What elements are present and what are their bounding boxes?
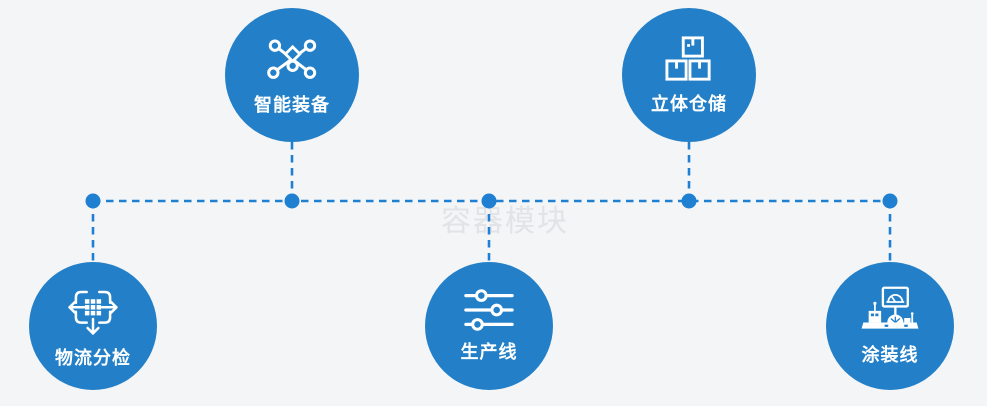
node-label: 生产线	[460, 341, 518, 363]
node-warehouse[interactable]: 立体仓储	[622, 8, 756, 142]
junction-dots	[85, 193, 898, 209]
node-smart-equipment[interactable]: 智能装备	[225, 8, 359, 142]
distribute-arrows-icon	[66, 283, 120, 337]
coating-machine-icon	[858, 286, 922, 334]
node-painting-line[interactable]: 涂装线	[826, 262, 954, 390]
stacked-boxes-icon	[665, 35, 713, 83]
node-label: 涂装线	[861, 344, 919, 366]
node-production-line[interactable]: 生产线	[425, 262, 553, 390]
node-label: 立体仓储	[651, 93, 727, 115]
node-label: 智能装备	[254, 94, 330, 116]
node-logistics-sorting[interactable]: 物流分检	[29, 262, 157, 390]
network-nodes-icon	[264, 34, 320, 84]
sliders-icon	[464, 288, 514, 331]
watermark-text: 容器模块	[441, 204, 569, 239]
node-label: 物流分检	[55, 347, 131, 369]
